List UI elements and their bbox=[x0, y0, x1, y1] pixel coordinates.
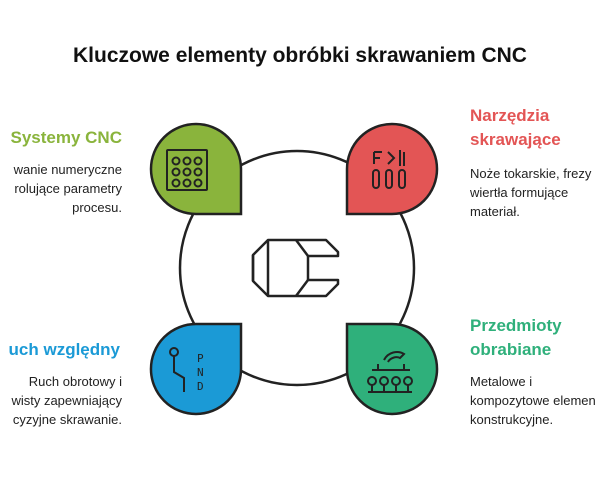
przedmioty-node bbox=[345, 322, 439, 416]
label-line: Przedmioty bbox=[470, 316, 562, 335]
desc-line: wiertła formujące bbox=[470, 185, 569, 200]
przedmioty-label: Przedmioty obrabiane bbox=[470, 314, 600, 362]
ruch-wzgledny-desc: Ruch obrotowy i wisty zapewniający cyzyj… bbox=[0, 372, 122, 429]
svg-text:P: P bbox=[197, 352, 204, 365]
blue-petal bbox=[149, 322, 243, 416]
systemy-cnc-node bbox=[149, 122, 243, 216]
desc-line: Ruch obrotowy i bbox=[28, 374, 122, 389]
systemy-cnc-label: Systemy CNC bbox=[10, 128, 123, 147]
przedmioty-desc: Metalowe i kompozytowe elemen konstrukcy… bbox=[470, 372, 600, 429]
gear-shift-icon: P N D bbox=[169, 347, 204, 393]
desc-line: wanie numeryczne bbox=[13, 162, 122, 177]
c-clamp-icon bbox=[251, 238, 340, 298]
control-panel-icon bbox=[166, 149, 208, 191]
desc-line: Metalowe i bbox=[470, 374, 533, 389]
desc-line: materiał. bbox=[470, 204, 520, 219]
desc-line: kompozytowe elemen bbox=[470, 393, 596, 408]
label-line: Narzędzia bbox=[470, 106, 550, 125]
red-petal bbox=[345, 122, 439, 216]
desc-line: rolujące parametry bbox=[14, 181, 122, 196]
desc-line: konstrukcyjne. bbox=[470, 412, 554, 427]
desc-line: procesu. bbox=[72, 200, 122, 215]
label-line: skrawające bbox=[470, 130, 561, 149]
systemy-cnc-desc: wanie numeryczne rolujące parametry proc… bbox=[0, 160, 122, 217]
narzedzia-label: Narzędzia skrawające bbox=[470, 104, 600, 152]
svg-text:N: N bbox=[197, 366, 204, 379]
desc-line: wisty zapewniający bbox=[11, 393, 122, 408]
label-line: obrabiane bbox=[470, 340, 552, 359]
page-title: Kluczowe elementy obróbki skrawaniem CNC bbox=[73, 44, 527, 67]
workpieces-icon bbox=[367, 351, 413, 393]
narzedzia-desc: Noże tokarskie, frezy wiertła formujące … bbox=[470, 164, 600, 221]
desc-line: cyzyjne skrawanie. bbox=[12, 412, 122, 427]
ruch-wzgledny-node: P N D bbox=[149, 322, 243, 416]
svg-text:D: D bbox=[197, 380, 204, 393]
ruch-wzgledny-label: uch względny bbox=[8, 340, 120, 359]
narzedzia-node bbox=[345, 122, 439, 216]
desc-line: Noże tokarskie, frezy bbox=[470, 166, 592, 181]
cutting-tools-icon bbox=[372, 150, 406, 189]
central-ring bbox=[178, 149, 416, 387]
